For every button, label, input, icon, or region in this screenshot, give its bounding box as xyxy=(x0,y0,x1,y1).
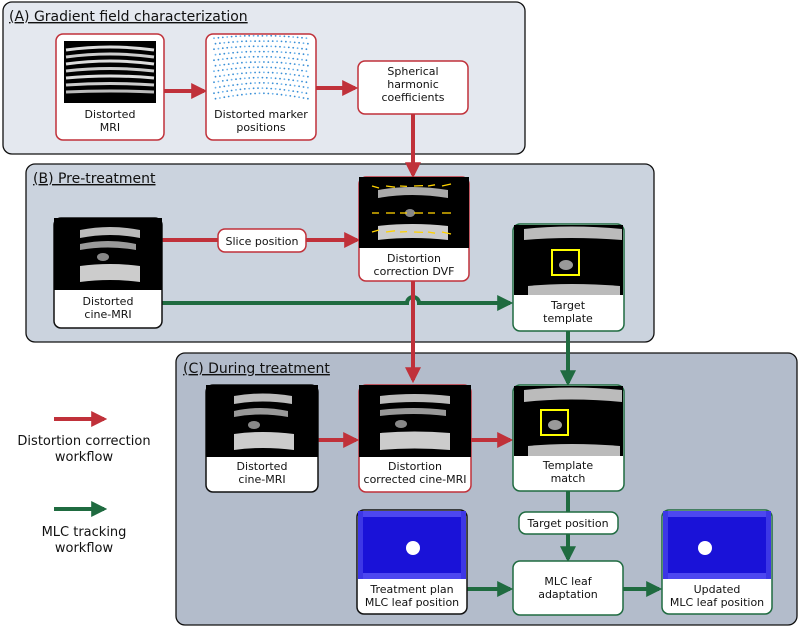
panel-a-title: (A) Gradient field characterization xyxy=(9,9,248,25)
marker-cloud-image xyxy=(213,34,309,100)
svg-text:Slice position: Slice position xyxy=(226,235,299,248)
grid-phantom-image xyxy=(64,41,156,103)
panel-b xyxy=(25,163,655,343)
cine-mri-image xyxy=(359,385,471,457)
panel-c xyxy=(175,352,798,626)
template-roi-image xyxy=(514,386,623,456)
panel-b-title: (B) Pre-treatment xyxy=(33,171,156,187)
svg-text:Target position: Target position xyxy=(526,517,608,530)
cine-mri-image xyxy=(54,218,162,290)
node-target-position: Target position xyxy=(518,511,619,535)
panel-c-title: (C) During treatment xyxy=(183,361,330,377)
cine-mri-image xyxy=(206,385,318,457)
dvf-vector-image xyxy=(359,177,469,248)
template-roi-image xyxy=(514,225,623,295)
mlc-aperture-image xyxy=(663,511,771,579)
mlc-aperture-image xyxy=(358,511,466,579)
node-slice-position: Slice position xyxy=(217,228,307,253)
